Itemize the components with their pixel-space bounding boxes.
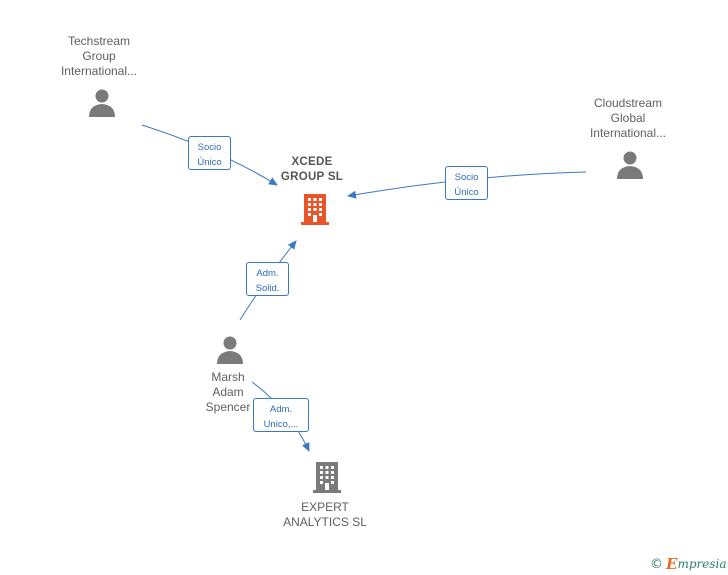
edge-label-line: Único — [197, 157, 222, 168]
edge-label-line: Solid. — [255, 283, 280, 294]
person-icon[interactable] — [87, 88, 117, 118]
edge-label-line: Adm. — [269, 404, 293, 415]
edge-label-line: Socio — [197, 142, 222, 153]
node-label-line: Group — [82, 49, 116, 63]
node-marsh-label[interactable]: Marsh Adam Spencer — [197, 370, 259, 415]
node-label-line: International... — [60, 64, 138, 78]
node-label-line: Global — [610, 111, 646, 125]
empresia-logo[interactable]: © E mpresia — [650, 555, 727, 573]
node-label-line: Cloudstream — [593, 96, 663, 110]
node-label-line: GROUP SL — [280, 171, 344, 183]
node-expert-label[interactable]: EXPERT ANALYTICS SL — [270, 500, 380, 530]
edge-label-line: Socio — [454, 172, 479, 183]
node-label-line: XCEDE — [291, 156, 333, 168]
copyright-symbol: © — [650, 556, 663, 572]
person-icon[interactable] — [615, 150, 645, 180]
node-techstream-label[interactable]: Techstream Group International... — [48, 34, 150, 79]
edge-label-line: Único — [454, 187, 479, 198]
edge-label-cloudstream-xcede[interactable]: Socio Único — [445, 166, 488, 200]
node-label-line: Marsh — [211, 370, 245, 384]
node-cloudstream-label[interactable]: Cloudstream Global International... — [576, 96, 680, 141]
building-icon[interactable] — [298, 192, 332, 226]
edge-label-line: Unico,... — [263, 419, 299, 430]
building-icon[interactable] — [310, 460, 344, 494]
brand-initial: E — [666, 555, 678, 573]
brand-name: mpresia — [677, 557, 727, 571]
person-icon[interactable] — [215, 335, 245, 365]
node-xcede-label[interactable]: XCEDE GROUP SL — [262, 155, 362, 185]
node-label-line: ANALYTICS SL — [283, 515, 367, 529]
node-label-line: International... — [589, 126, 667, 140]
edge-label-marsh-expert[interactable]: Adm. Unico,... — [253, 398, 309, 432]
node-label-line: Adam — [212, 385, 244, 399]
edge-label-techstream-xcede[interactable]: Socio Único — [188, 136, 231, 170]
node-label-line: Techstream — [67, 34, 131, 48]
edge-label-marsh-xcede[interactable]: Adm. Solid. — [246, 262, 289, 296]
node-label-line: Spencer — [205, 400, 251, 414]
edge-label-line: Adm. — [256, 268, 279, 279]
node-label-line: EXPERT — [301, 500, 349, 514]
